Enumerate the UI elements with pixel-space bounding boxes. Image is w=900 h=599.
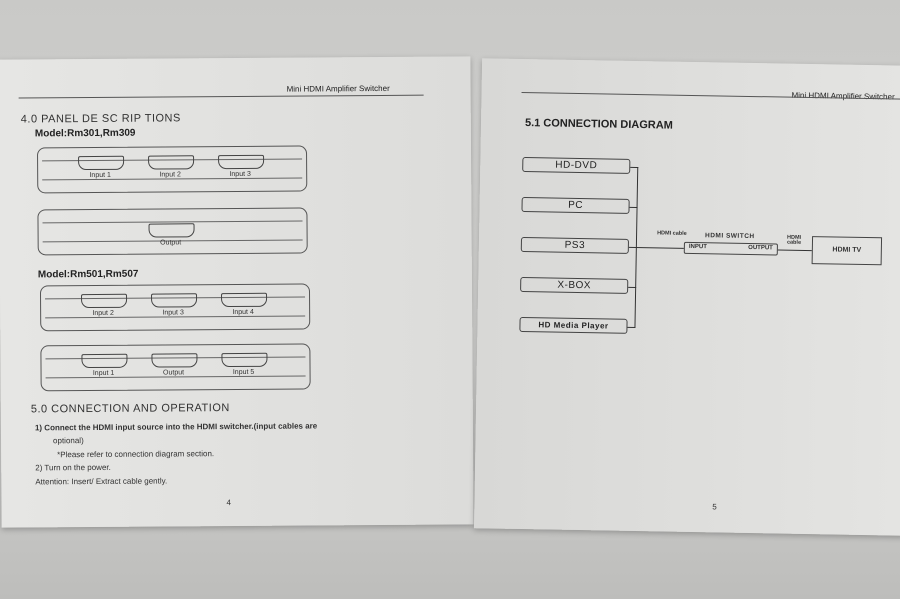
diagram-title: 5.1 CONNECTION DIAGRAM <box>524 117 673 132</box>
port-label: Input 2 <box>159 171 181 179</box>
hdmi-tv: HDMI TV <box>811 236 883 266</box>
switch-title: HDMI SWITCH <box>705 232 755 241</box>
back-panel-rm301: Output <box>37 207 308 256</box>
step-text: *Please refer to connection diagram sect… <box>57 449 215 460</box>
cable-line <box>777 249 812 252</box>
front-panel-rm301: Input 1 Input 2 Input 3 <box>36 145 308 194</box>
model-label: Model:Rm501,Rm507 <box>37 268 139 281</box>
device-xbox: X-BOX <box>520 276 629 294</box>
right-page: Mini HDMI Amplifier Switcher 5.1 CONNECT… <box>473 58 900 536</box>
step-text: optional) <box>53 436 84 446</box>
hdmi-switch: INPUT OUTPUT <box>683 241 778 256</box>
header-rule <box>18 94 424 99</box>
cable-line <box>628 246 684 249</box>
section-title: 5.0 CONNECTION AND OPERATION <box>30 402 230 416</box>
cable-label: HDMI cable <box>786 234 802 246</box>
front-panel-rm501: Input 2 Input 3 Input 4 <box>39 283 311 332</box>
port-label: Input 1 <box>92 369 115 378</box>
port-label: Input 1 <box>89 171 111 180</box>
step-text: 1) Connect the HDMI input source into th… <box>34 421 318 433</box>
device-hd-dvd: HD-DVD <box>522 157 631 174</box>
switch-input-label: INPUT <box>688 243 707 251</box>
port-label: Output <box>160 239 182 247</box>
back-panel-rm501: Input 1 Output Input 5 <box>40 343 311 392</box>
switch-output-label: OUTPUT <box>748 244 773 252</box>
port-label: Input 2 <box>92 309 114 318</box>
model-label: Model:Rm301,Rm309 <box>34 127 136 140</box>
port-label: Input 5 <box>232 368 255 377</box>
device-hd-media-player: HD Media Player <box>519 316 628 334</box>
device-ps3: PS3 <box>520 236 630 254</box>
page-header: Mini HDMI Amplifier Switcher <box>286 83 390 94</box>
page-number: 4 <box>226 498 231 508</box>
page-number: 5 <box>712 502 717 512</box>
step-text: 2) Turn on the power. <box>35 462 111 473</box>
step-text: Attention: Insert/ Extract cable gently. <box>35 476 168 487</box>
left-page: Mini HDMI Amplifier Switcher 4.0 PANEL D… <box>0 56 474 528</box>
port-label: Input 4 <box>232 308 254 317</box>
port-label: Input 3 <box>162 309 184 317</box>
cable-label: HDMI cable <box>657 230 687 237</box>
port-label: Output <box>163 369 185 377</box>
port-label: Input 3 <box>229 170 251 179</box>
section-title: 4.0 PANEL DE SC RIP TIONS <box>20 112 181 126</box>
device-pc: PC <box>521 196 630 214</box>
